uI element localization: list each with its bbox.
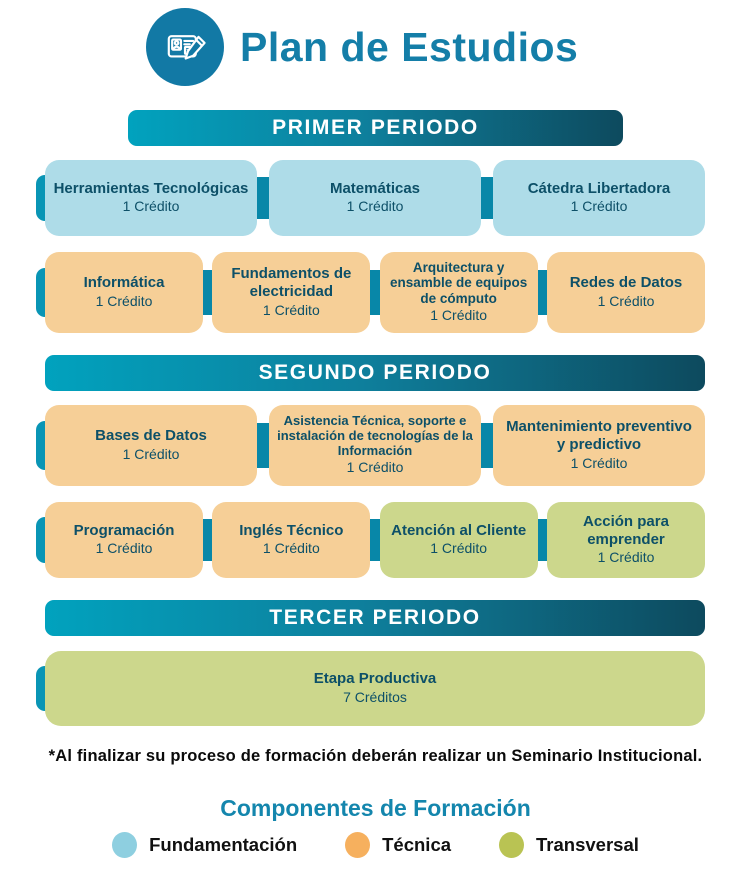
course-credits: 1 Crédito [262, 540, 320, 557]
course-credits: 1 Crédito [597, 292, 655, 309]
course-card: Acción para emprender 1 Crédito [546, 502, 705, 578]
course-credits: 1 Crédito [430, 540, 488, 557]
course-title: Asistencia Técnica, soporte e instalació… [277, 412, 473, 458]
course-title: Atención al Cliente [391, 521, 527, 539]
transversal-dot-icon [499, 832, 525, 858]
course-card: Programación 1 Crédito [45, 502, 229, 578]
course-credits: 1 Crédito [122, 445, 180, 462]
legend-title: Componentes de Formación [220, 795, 531, 821]
legend: Fundamentación Técnica Transversal [0, 832, 751, 858]
header: Plan de Estudios [146, 8, 578, 86]
course-credits: 1 Crédito [346, 198, 404, 215]
banner-tercer-periodo: TERCER PERIODO [45, 600, 705, 636]
course-credits: 1 Crédito [570, 454, 628, 471]
course-credits: 1 Crédito [570, 198, 628, 215]
banner-segundo-periodo: SEGUNDO PERIODO [45, 355, 705, 391]
row-periodo2-mixta: Programación 1 Crédito Inglés Técnico 1 … [36, 502, 714, 578]
legend-label: Técnica [382, 834, 452, 855]
course-card: Inglés Técnico 1 Crédito [212, 502, 397, 578]
course-title: Inglés Técnico [239, 521, 344, 539]
course-title: Cátedra Libertadora [527, 179, 671, 197]
course-card: Etapa Productiva 7 Créditos [45, 651, 705, 726]
course-title: Fundamentos de electricidad [231, 265, 352, 301]
banner-primer-periodo: PRIMER PERIODO [128, 110, 623, 146]
legend-label: Transversal [536, 834, 639, 855]
course-card: Informática 1 Crédito [45, 252, 229, 333]
course-card: Fundamentos de electricidad 1 Crédito [212, 252, 397, 333]
legend-label: Fundamentación [149, 834, 298, 855]
course-title: Informática [83, 274, 165, 292]
course-credits: 1 Crédito [262, 301, 320, 318]
fundamentacion-dot-icon [112, 832, 138, 858]
footnote: *Al finalizar su proceso de formación de… [48, 747, 703, 765]
row-periodo1-tecnica: Informática 1 Crédito Fundamentos de ele… [36, 252, 714, 333]
course-card: Bases de Datos 1 Crédito [45, 405, 283, 486]
course-title: Matemáticas [329, 179, 421, 197]
course-title: Redes de Datos [569, 274, 683, 292]
course-title: Acción para emprender [583, 512, 669, 548]
page-title: Plan de Estudios [240, 23, 579, 70]
tecnica-dot-icon [345, 832, 371, 858]
course-card: Matemáticas 1 Crédito [269, 160, 507, 236]
course-title: Herramientas Tecnológicas [53, 179, 249, 197]
course-card: Redes de Datos 1 Crédito [546, 252, 705, 333]
course-credits: 1 Crédito [95, 292, 153, 309]
course-title: Bases de Datos [95, 427, 207, 445]
course-card: Arquitectura y ensamble de equipos de có… [379, 252, 564, 333]
course-credits: 1 Crédito [122, 198, 180, 215]
course-credits: 1 Crédito [597, 549, 655, 566]
course-credits: 7 Créditos [343, 688, 407, 705]
row-periodo3-etapa-productiva: Etapa Productiva 7 Créditos [36, 651, 714, 726]
course-credits: 1 Crédito [95, 540, 153, 557]
course-credits: 1 Crédito [430, 307, 488, 324]
course-credits: 1 Crédito [346, 459, 404, 476]
course-title: Mantenimiento preventivo y predictivo [506, 418, 692, 454]
course-card: Mantenimiento preventivo y predictivo 1 … [493, 405, 705, 486]
legend-item-fundamentacion: Fundamentación [112, 832, 297, 858]
row-periodo1-fundamentacion: Herramientas Tecnológicas 1 Crédito Mate… [36, 160, 714, 236]
id-card-pencil-icon [146, 8, 224, 86]
course-title: Programación [73, 521, 175, 539]
legend-item-transversal: Transversal [499, 832, 639, 858]
course-title: Arquitectura y ensamble de equipos de có… [390, 259, 528, 306]
course-card: Asistencia Técnica, soporte e instalació… [269, 405, 507, 486]
course-card: Atención al Cliente 1 Crédito [379, 502, 564, 578]
row-periodo2-tecnica: Bases de Datos 1 Crédito Asistencia Técn… [36, 405, 714, 486]
course-title: Etapa Productiva [313, 670, 437, 688]
course-card: Cátedra Libertadora 1 Crédito [493, 160, 705, 236]
legend-item-tecnica: Técnica [345, 832, 451, 858]
course-card: Herramientas Tecnológicas 1 Crédito [45, 160, 283, 236]
